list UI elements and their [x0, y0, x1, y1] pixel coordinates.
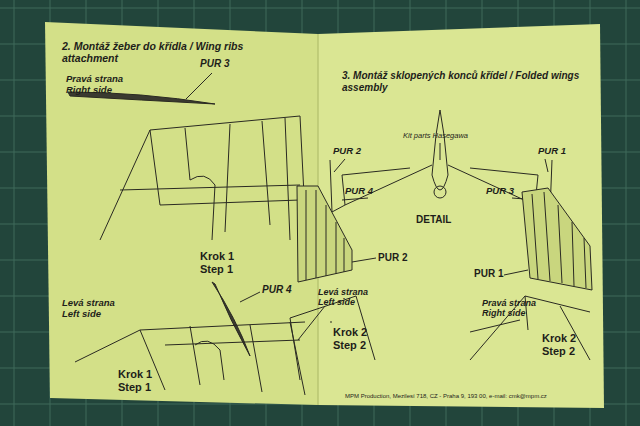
part-callout-box: PUR 1	[538, 146, 566, 157]
detail-label: DETAIL	[416, 214, 451, 225]
part-callout: PUR 2	[333, 145, 361, 156]
paper-right	[318, 24, 604, 408]
section-heading-box: 3. Montáž sklopených konců křídel / Fold…	[342, 70, 597, 93]
part-callout-box: PUR 4	[345, 186, 373, 197]
leader-line	[186, 73, 212, 99]
wing-outline	[100, 116, 305, 240]
side-label: Pravá strana Right side	[66, 73, 123, 95]
part-callout-box: PUR 3	[200, 58, 229, 70]
jet-fuselage	[432, 110, 448, 190]
folded-wing-right	[470, 188, 592, 360]
jet-intake	[434, 186, 446, 198]
side-label: Levá strana Left side	[62, 297, 115, 319]
step-label: Krok 2 Step 2	[542, 332, 576, 357]
side-label-box: Pravá strana Right side	[66, 74, 136, 96]
part-callout-box: PUR 2	[333, 146, 361, 157]
publisher-footer: MPM Production, Mezilesí 718, CZ - Praha…	[345, 393, 547, 399]
grid-line	[14, 0, 626, 426]
wing-outline	[470, 296, 590, 360]
publisher-footer-box: MPM Production, Mezilesí 718, CZ - Praha…	[345, 393, 547, 400]
panel-hatch	[306, 190, 344, 280]
step-label-box: Krok 2 Step 2	[333, 326, 377, 351]
part-callout-box: PUR 1	[474, 268, 503, 280]
side-label-box: Pravá strana Right side	[482, 298, 552, 319]
step-label: Krok 2 Step 2	[333, 326, 367, 351]
part-callout-box: PUR 3	[486, 186, 514, 197]
jet-folded-tips	[330, 160, 552, 212]
paper-left	[45, 22, 318, 405]
step-label: Krok 1 Step 1	[200, 250, 234, 275]
wing-panel	[297, 186, 352, 282]
wing-outline	[290, 296, 375, 380]
kit-note-box: Kit parts Hasegawa	[403, 132, 468, 141]
part-callout: PUR 2	[378, 252, 407, 263]
folded-wing-left	[290, 186, 376, 380]
part-callout: PUR 3	[200, 58, 229, 69]
leader-line	[504, 270, 528, 275]
wing-outline	[75, 322, 305, 395]
rib-part	[212, 282, 250, 356]
step-label: Krok 1 Step 1	[118, 368, 152, 393]
panel-hatch	[532, 192, 586, 288]
part-callout-box: PUR 4	[262, 284, 291, 296]
leader-line	[342, 198, 368, 200]
part-callout: PUR 1	[538, 145, 566, 156]
step-label-box: Krok 2 Step 2	[542, 332, 586, 357]
part-callout: PUR 1	[474, 268, 503, 279]
part-callout: PUR 4	[262, 284, 291, 295]
jet-drawing	[330, 110, 552, 212]
part-callout-box: PUR 2	[378, 252, 407, 264]
step-label-box: Krok 1 Step 1	[200, 250, 244, 275]
section-heading: 3. Montáž sklopených konců křídel / Fold…	[342, 70, 579, 93]
wing-panel	[522, 188, 592, 290]
leader-line	[240, 292, 260, 302]
leader-line	[440, 143, 441, 160]
side-label-box: Levá strana Left side	[62, 298, 132, 320]
leader-line	[334, 159, 345, 172]
step-label-box: Krok 1 Step 1	[118, 368, 162, 393]
part-callout: PUR 4	[345, 185, 373, 196]
side-label: Pravá strana Right side	[482, 298, 536, 318]
jet-wings	[332, 165, 550, 212]
kit-note: Kit parts Hasegawa	[403, 131, 468, 140]
leader-line	[545, 159, 548, 172]
side-label-box: Levá strana Left side	[318, 287, 383, 308]
wing-drawing-left-page	[68, 73, 305, 395]
detail-label-box: DETAIL	[416, 214, 451, 226]
leader-line	[352, 258, 376, 262]
side-label: Levá strana Left side	[318, 287, 368, 307]
part-callout: PUR 3	[486, 185, 514, 196]
